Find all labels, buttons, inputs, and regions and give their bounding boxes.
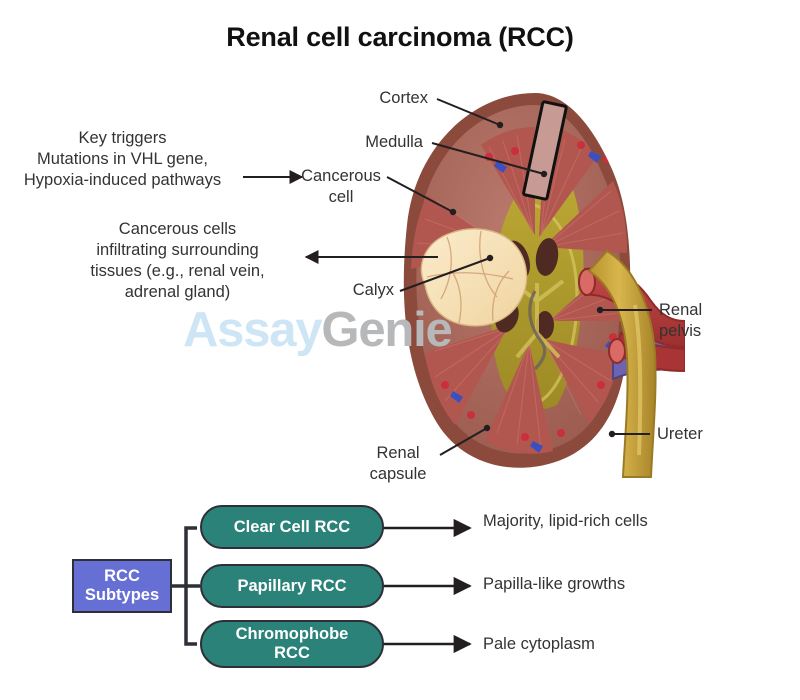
subtype-description-papillary: Papilla-like growths xyxy=(483,575,626,593)
label-renal-capsule: Renal capsule xyxy=(369,444,427,483)
subtype-pill-chromophobe[interactable]: Chromophobe RCC xyxy=(200,620,384,668)
label-ureter: Ureter xyxy=(657,425,703,443)
pelvis-vessel-strands xyxy=(528,290,547,371)
annotation-key-triggers: Key triggers Mutations in VHL gene, Hypo… xyxy=(23,129,222,189)
annotation-infiltrating-tissues: Cancerous cells infiltrating surrounding… xyxy=(90,220,265,301)
cancerous-tumor-mass xyxy=(420,228,528,327)
label-medulla: Medulla xyxy=(365,133,423,151)
page-title: Renal cell carcinoma (RCC) xyxy=(226,22,574,52)
subtype-description-clear-cell: Majority, lipid-rich cells xyxy=(483,512,648,530)
subtypes-bracket xyxy=(184,526,197,646)
subtype-pill-clear-cell[interactable]: Clear Cell RCC xyxy=(200,505,384,549)
subtype-description-chromophobe: Pale cytoplasm xyxy=(483,635,595,653)
label-cortex: Cortex xyxy=(379,89,428,107)
subtype-pill-papillary[interactable]: Papillary RCC xyxy=(200,564,384,608)
label-renal-pelvis: Renal pelvis xyxy=(659,301,703,340)
watermark-part-assay: Assay xyxy=(183,303,323,357)
label-cancerous-cell: Cancerous cell xyxy=(301,167,381,206)
rcc-subtypes-group-box[interactable]: RCC Subtypes xyxy=(72,559,172,613)
label-calyx: Calyx xyxy=(352,281,394,299)
kidney-cross-section-illustration xyxy=(403,93,685,478)
